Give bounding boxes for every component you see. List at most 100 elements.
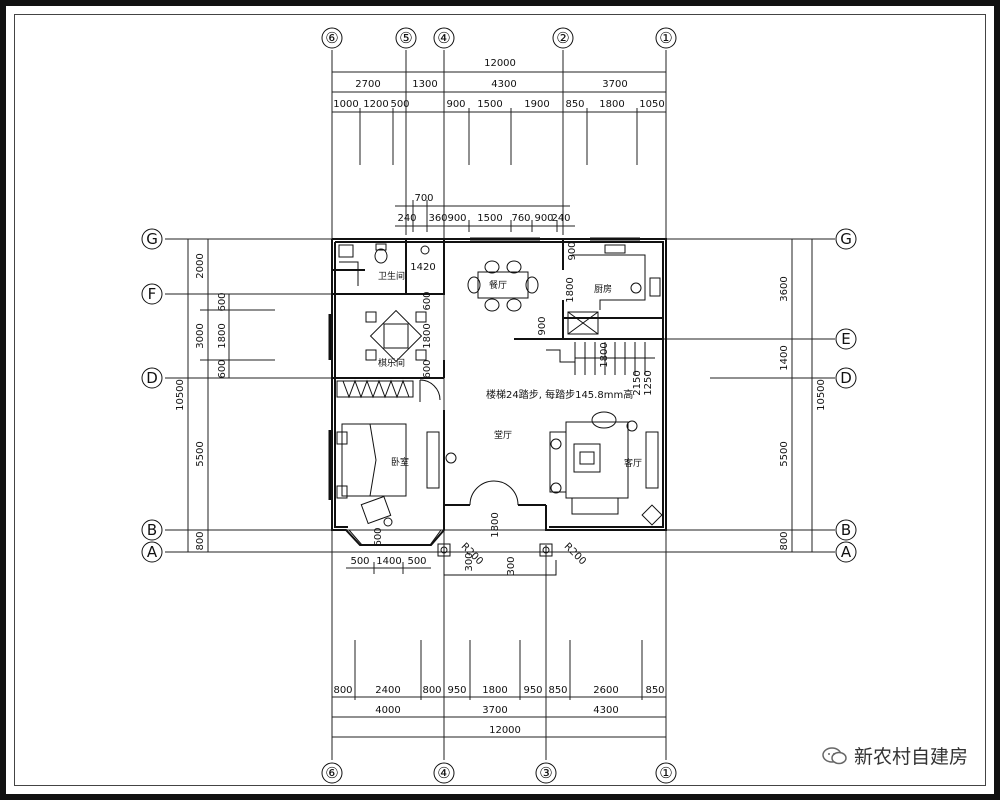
dim-interior-1420: 1420 — [410, 262, 435, 273]
dim-top-row3-7: 1800 — [599, 99, 624, 110]
dim-top-inner-2: 900 — [447, 213, 466, 224]
dim-right-outer-3: 800 — [779, 531, 790, 550]
axis-bubble-left-4: A — [141, 541, 163, 563]
dim-interior-1800-b: 1800 — [565, 277, 576, 302]
axis-bubble-right-2: D — [835, 367, 857, 389]
dim-right-outer-1: 1400 — [779, 345, 790, 370]
axis-bubble-top-0: ⑥ — [321, 27, 343, 49]
dim-top-row2-3: 3700 — [602, 79, 627, 90]
dim-porch-1800: 1800 — [490, 512, 501, 537]
chat-bubble-icon — [822, 746, 847, 764]
dim-right-total: 10500 — [816, 379, 827, 411]
dim-interior-900-a: 900 — [567, 241, 578, 260]
dim-interior-900-b: 900 — [537, 316, 548, 335]
axis-bubble-top-1-label: ⑤ — [399, 29, 412, 47]
dim-top-inner-3: 1500 — [477, 213, 502, 224]
dim-top-row3-0: 1000 — [333, 99, 358, 110]
dim-top-row3-5: 1900 — [524, 99, 549, 110]
axis-bubble-right-0: G — [835, 228, 857, 250]
axis-bubble-right-3-label: B — [841, 521, 851, 539]
dim-bay-0: 500 — [350, 556, 369, 567]
axis-bubble-left-1: F — [141, 283, 163, 305]
axis-bubble-bottom-1-label: ④ — [437, 764, 450, 782]
axis-bubble-left-2-label: D — [146, 369, 158, 387]
axis-bubble-top-2-label: ④ — [437, 29, 450, 47]
dim-left-total: 10500 — [175, 379, 186, 411]
axis-bubble-right-1: E — [835, 328, 857, 350]
axis-bubble-bottom-0-label: ⑥ — [325, 764, 338, 782]
dim-interior-1250: 1250 — [643, 370, 654, 395]
dim-bottom-row1-0: 800 — [333, 685, 352, 696]
axis-bubble-top-4-label: ① — [659, 29, 672, 47]
room-label-chess-room: 棋乐间 — [378, 357, 405, 369]
axis-bubble-top-4: ① — [655, 27, 677, 49]
axis-bubble-bottom-2-label: ③ — [539, 764, 552, 782]
axis-bubble-right-3: B — [835, 519, 857, 541]
axis-bubble-top-1: ⑤ — [395, 27, 417, 49]
axis-grid-lines — [165, 50, 835, 760]
axis-bubble-left-1-label: F — [148, 285, 157, 303]
dim-left-inner-1: 1800 — [217, 323, 228, 348]
dim-left-outer-3: 800 — [195, 531, 206, 550]
dim-top-row3-2: 500 — [390, 99, 409, 110]
dim-interior-1800-c: 1800 — [599, 342, 610, 367]
dim-bottom-row2-1: 3700 — [482, 705, 507, 716]
dim-top-total: 12000 — [484, 58, 516, 69]
axis-bubble-bottom-2: ③ — [535, 762, 557, 784]
dim-bay-2: 500 — [407, 556, 426, 567]
dim-bay-v: 600 — [373, 527, 384, 546]
dim-right-outer-0: 3600 — [779, 276, 790, 301]
dim-bottom-row1-1: 2400 — [375, 685, 400, 696]
room-labels: 卫生间 餐厅 厨房 棋乐间 卧室 堂厅 客厅 楼梯24踏步, 每踏步145.8m… — [378, 270, 642, 469]
axis-bubble-left-0: G — [141, 228, 163, 250]
inner-frame — [14, 14, 986, 786]
axis-bubble-top-3-label: ② — [556, 29, 569, 47]
room-label-living-room: 客厅 — [624, 457, 642, 469]
dim-top-inner-1: 360 — [428, 213, 447, 224]
room-label-bathroom: 卫生间 — [378, 270, 405, 282]
axis-bubble-bottom-0: ⑥ — [321, 762, 343, 784]
axis-bubble-top-2: ④ — [433, 27, 455, 49]
dim-bay-1: 1400 — [376, 556, 401, 567]
dim-top-row3-8: 1050 — [639, 99, 664, 110]
dim-top-row2-1: 1300 — [412, 79, 437, 90]
room-label-kitchen: 厨房 — [594, 283, 612, 295]
axis-bubble-bottom-1: ④ — [433, 762, 455, 784]
dim-left-inner-0: 600 — [217, 292, 228, 311]
room-label-dining: 餐厅 — [489, 279, 507, 291]
watermark: 新农村自建房 — [822, 742, 968, 769]
axis-bubble-right-4-label: A — [841, 543, 852, 561]
dim-top-inner-5: 900 — [534, 213, 553, 224]
dim-right-outer-2: 5500 — [779, 441, 790, 466]
axis-bubble-right-1-label: E — [841, 330, 850, 348]
dim-top-inner-0: 240 — [397, 213, 416, 224]
dim-top-row2-2: 4300 — [491, 79, 516, 90]
dim-top-row3-3: 900 — [446, 99, 465, 110]
axis-bubble-left-0-label: G — [146, 230, 158, 248]
dim-left-outer-2: 5500 — [195, 441, 206, 466]
staircase — [546, 311, 655, 375]
dimension-lines — [187, 71, 813, 738]
axis-bubble-top-0-label: ⑥ — [325, 29, 338, 47]
dim-top-700: 700 — [414, 193, 433, 204]
axis-bubble-left-4-label: A — [147, 543, 158, 561]
room-label-bedroom: 卧室 — [391, 456, 409, 468]
dim-top-row2-0: 2700 — [355, 79, 380, 90]
stair-note: 楼梯24踏步, 每踏步145.8mm高 — [486, 388, 633, 401]
dim-bottom-row2-0: 4000 — [375, 705, 400, 716]
dim-porch-r200-right: R200 — [562, 541, 588, 567]
axis-bubble-right-2-label: D — [840, 369, 852, 387]
dim-left-outer-0: 2000 — [195, 253, 206, 278]
axis-bubble-bottom-3: ① — [655, 762, 677, 784]
axis-bubble-left-3-label: B — [147, 521, 157, 539]
axis-bubble-right-4: A — [835, 541, 857, 563]
dim-interior-600-a: 600 — [422, 291, 433, 310]
dim-bottom-row1-7: 2600 — [593, 685, 618, 696]
watermark-text: 新农村自建房 — [853, 746, 968, 768]
axis-bubble-left-2: D — [141, 367, 163, 389]
dim-bottom-row1-3: 950 — [447, 685, 466, 696]
